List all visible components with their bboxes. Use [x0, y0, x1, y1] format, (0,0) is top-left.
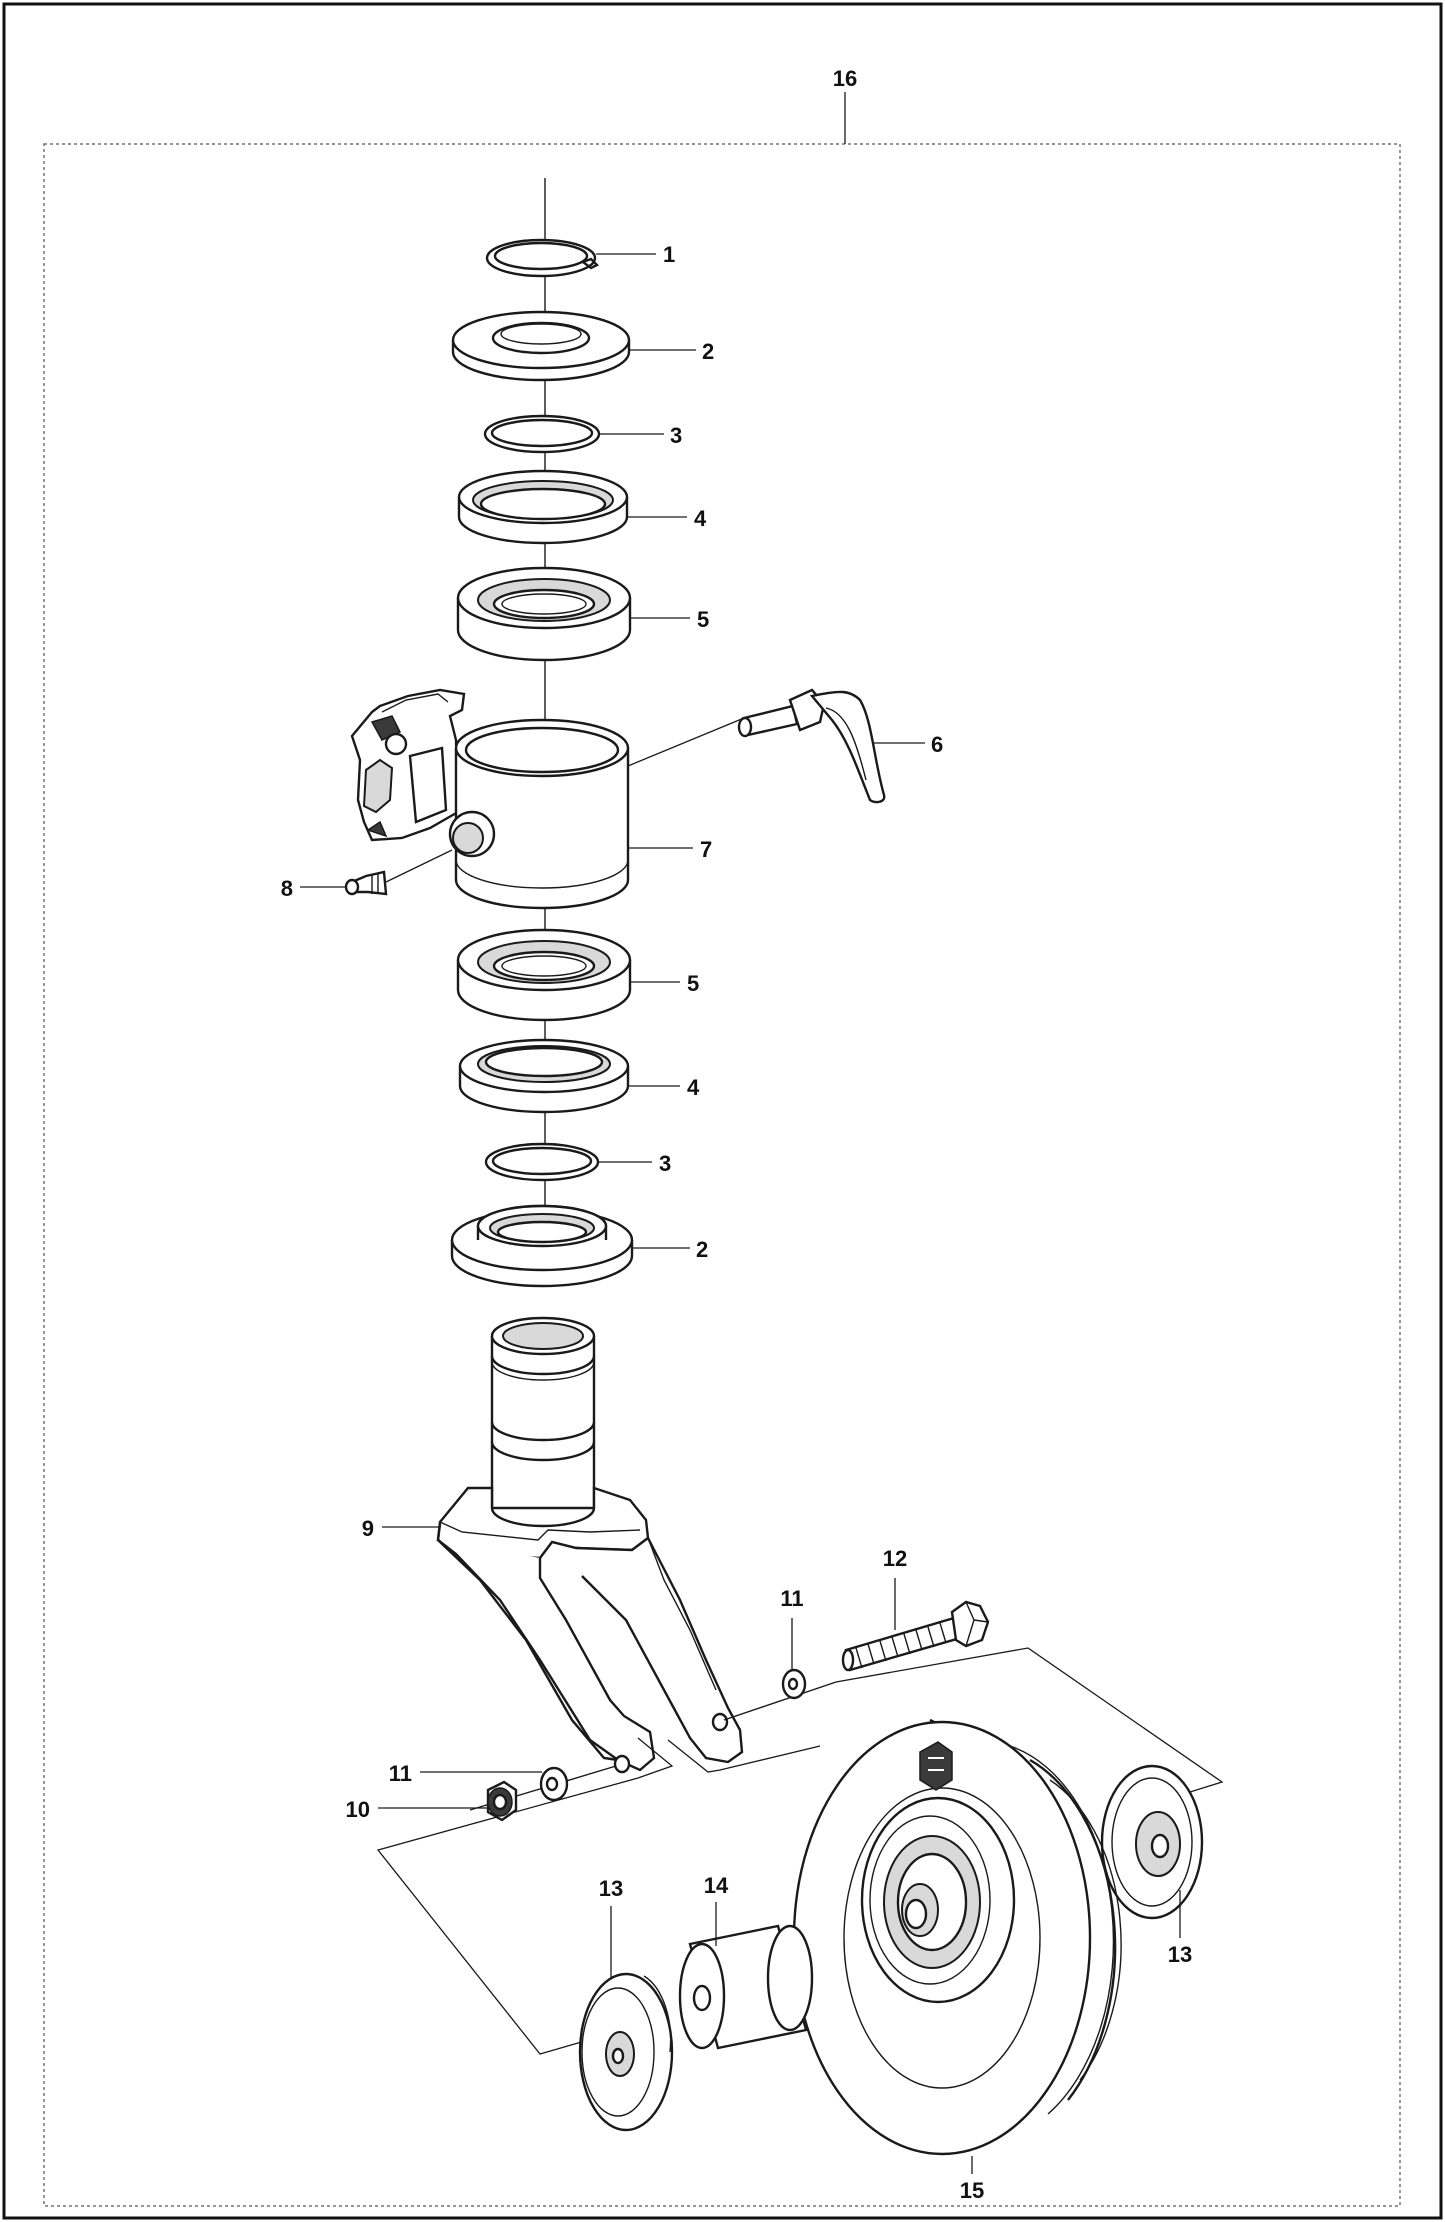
part-6-clamping-lever	[737, 688, 886, 804]
callout-15: 15	[960, 2178, 984, 2203]
callout-2-lower: 2	[696, 1237, 708, 1262]
callout-8: 8	[281, 876, 293, 901]
part-7-swivel-housing	[350, 688, 630, 910]
callout-7: 7	[700, 837, 712, 862]
part-15-wheel	[792, 1718, 1122, 2156]
part-5-ball-bearing-upper	[456, 566, 632, 662]
callout-1: 1	[663, 242, 675, 267]
part-11-washer-right	[781, 1668, 807, 1700]
callout-4-lower: 4	[687, 1075, 700, 1100]
callout-10: 10	[346, 1797, 370, 1822]
part-9-fork	[436, 1316, 744, 1774]
callout-5-upper: 5	[697, 607, 709, 632]
part-2-seal-lower	[450, 1204, 634, 1288]
callout-9: 9	[362, 1516, 374, 1541]
callout-6: 6	[931, 732, 943, 757]
part-1-retaining-ring	[485, 238, 600, 278]
assembly-boundary	[43, 143, 1401, 2207]
assembly-label: 16	[833, 66, 857, 91]
part-12-bolt	[841, 1600, 990, 1672]
callout-12: 12	[883, 1546, 907, 1571]
callout-13-right: 13	[1168, 1942, 1192, 1967]
part-2-seal-upper	[451, 310, 631, 382]
part-11-washer-left	[539, 1766, 569, 1802]
callout-13-left: 13	[599, 1876, 623, 1901]
part-8-grease-nipple	[344, 870, 388, 896]
callout-11-left: 11	[389, 1761, 412, 1786]
callout-3-upper: 3	[670, 423, 682, 448]
callout-2-upper: 2	[702, 339, 714, 364]
callout-3-lower: 3	[659, 1151, 671, 1176]
part-4-bearing-cup-upper	[457, 469, 629, 545]
part-13-disc-left	[578, 1972, 674, 2132]
part-14-spacer-sleeve	[678, 1924, 814, 2050]
part-13-disc-right	[1100, 1764, 1204, 1920]
part-3-o-ring-lower	[484, 1142, 600, 1182]
callout-14: 14	[704, 1873, 729, 1898]
part-10-nut	[486, 1780, 518, 1822]
callout-4-upper: 4	[694, 506, 707, 531]
part-4-bearing-cup-lower	[458, 1038, 630, 1114]
part-3-o-ring-upper	[483, 414, 601, 454]
callout-11-right: 11	[780, 1586, 803, 1611]
callout-5-lower: 5	[687, 971, 699, 996]
part-5-ball-bearing-lower	[456, 928, 632, 1022]
